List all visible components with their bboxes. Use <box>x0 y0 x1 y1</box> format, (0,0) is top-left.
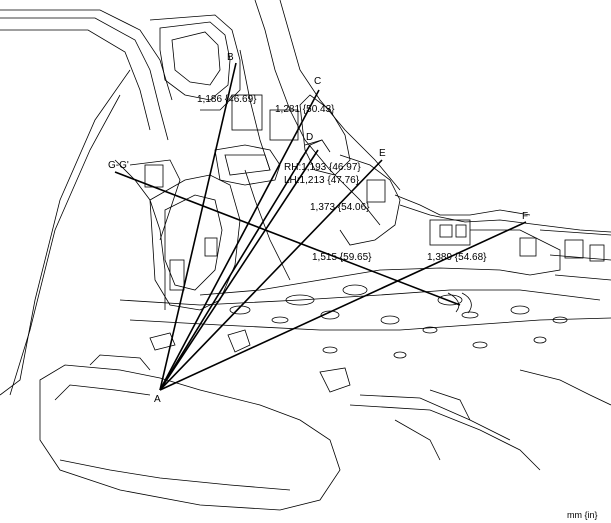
point-c-label: C <box>314 76 321 87</box>
line-a-f <box>159 221 527 391</box>
line-a-d-1 <box>159 144 311 391</box>
line-a-c <box>159 89 320 391</box>
vehicle-body-outline <box>0 0 611 511</box>
line-a-d-2 <box>159 149 319 391</box>
point-a-label: A <box>154 394 161 405</box>
point-g-label: G-G' <box>108 160 129 171</box>
dim-a-e: 1,373 {54.06} <box>310 202 370 213</box>
point-f-label: F <box>522 211 528 222</box>
point-d-label: D <box>306 132 313 143</box>
dim-a-b: 1,186 {46.69} <box>197 94 257 105</box>
units-note: mm {in} <box>567 510 598 520</box>
point-e-label: E <box>379 148 386 159</box>
dim-a-f: 1,389 {54.68} <box>427 252 487 263</box>
line-g-g <box>114 171 461 306</box>
line-a-b <box>159 62 237 391</box>
leader-lines <box>299 139 323 161</box>
point-b-label: B <box>227 52 234 63</box>
dim-a-d-lh: LH:1,213 {47.76} <box>284 175 360 186</box>
line-a-e <box>159 159 383 391</box>
dim-g-g: 1,515 {59.65} <box>312 252 372 263</box>
dim-a-c: 1,281 {50.43} <box>275 104 335 115</box>
measurement-lines <box>114 62 527 391</box>
dim-a-d-rh: RH:1,193 {46.97} <box>284 162 361 173</box>
